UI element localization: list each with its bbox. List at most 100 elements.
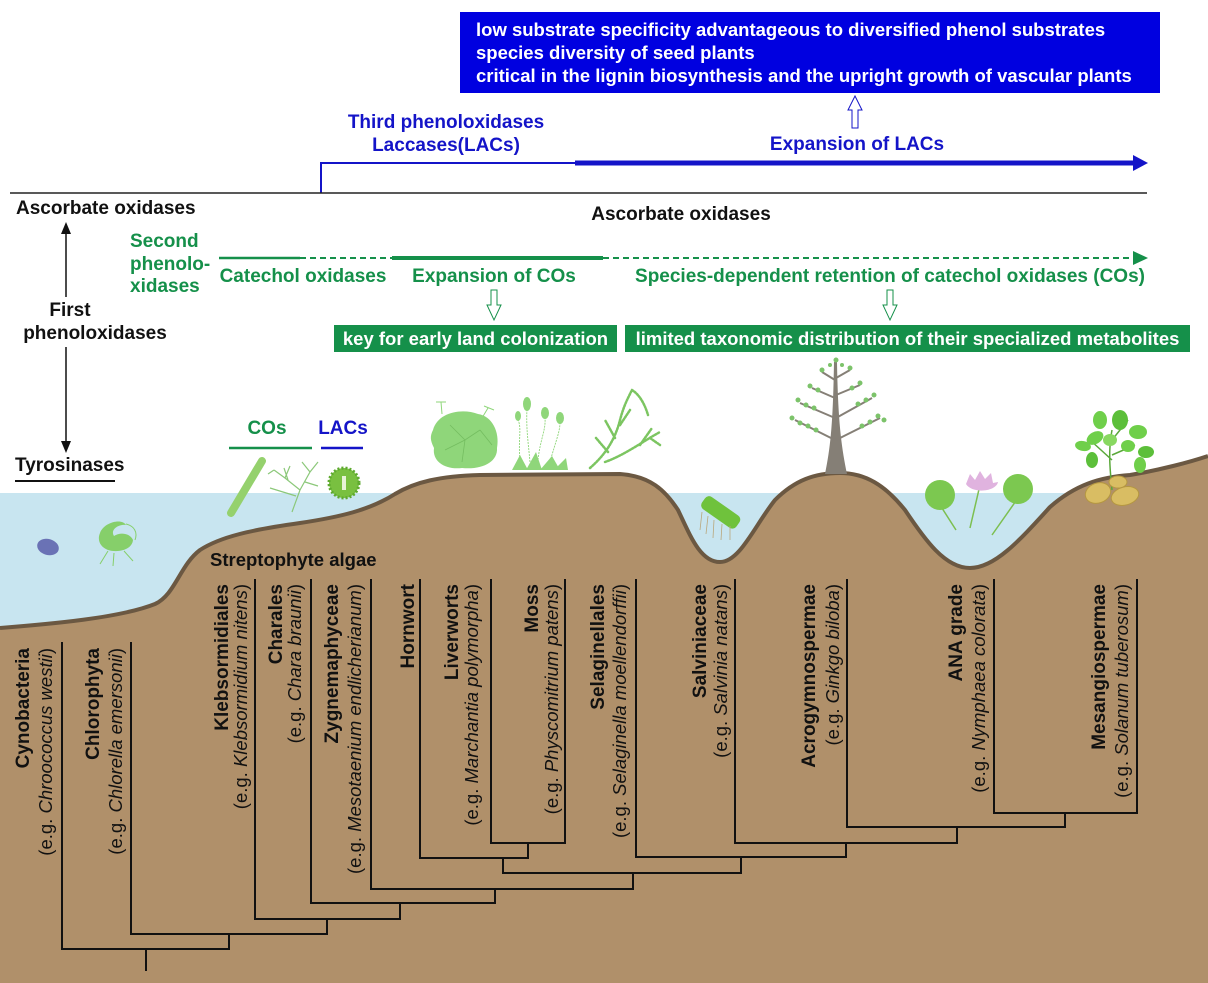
taxon-example-ana-grade: (e.g. Nymphaea colorata) xyxy=(968,584,989,793)
taxon-name-zygnemaphyceae: Zygnemaphyceae xyxy=(322,584,343,743)
liverwort-thallus xyxy=(430,411,498,469)
ground xyxy=(0,456,1208,983)
ground-outline xyxy=(0,454,1208,630)
example-suffix: ) xyxy=(284,584,305,590)
arrow-up-icon xyxy=(61,222,71,234)
taxon-example-acrogymnospermae: (e.g. Ginkgo biloba) xyxy=(822,584,843,745)
example-prefix: (e.g. xyxy=(541,772,562,814)
tree-node-streptophyta xyxy=(254,918,401,935)
legend-lacs-label: LACs xyxy=(318,418,368,439)
example-suffix: ) xyxy=(609,584,630,590)
taxon-name-chlorophyta: Chlorophyta xyxy=(83,648,104,760)
potato-tubers xyxy=(1084,475,1140,506)
example-prefix: (e.g. xyxy=(230,767,251,809)
chlorella-flagella xyxy=(99,523,137,567)
cyanobacterium-illustration xyxy=(37,538,59,556)
tree-node-zygnematophyceae-land-plants xyxy=(370,888,634,904)
metabolites-text: limited taxonomic distribution of their … xyxy=(636,328,1180,349)
liverwort-veins xyxy=(444,424,493,463)
taxon-example-salviniaceae: (e.g. Salvinia natans) xyxy=(710,584,731,758)
tree-node-vascular-plants xyxy=(635,856,847,874)
example-suffix: ) xyxy=(1111,584,1132,590)
salvinia-frond xyxy=(701,496,741,529)
example-suffix: ) xyxy=(461,584,482,590)
taxon-example-charales: (e.g. Chara braunii) xyxy=(284,584,305,743)
taxon-name-klebsormidiales: Klebsormidiales xyxy=(212,584,233,731)
desmid-isthmus xyxy=(342,476,346,490)
potato-stems xyxy=(1089,419,1136,491)
liverwort-gametophores xyxy=(436,401,495,419)
taxon-example-chlorophyta: (e.g. Chlorella emersonii) xyxy=(105,648,126,855)
tree-node-bryophytes xyxy=(419,857,529,874)
summary-line: critical in the lignin biosynthesis and … xyxy=(476,65,1132,86)
marchantia-illustration xyxy=(430,401,498,469)
taxon-name-salviniaceae: Salviniaceae xyxy=(690,584,711,698)
ascorbate-oxidases-label: Ascorbate oxidases xyxy=(16,198,196,219)
taxon-name-hornwort: Hornwort xyxy=(398,583,419,668)
taxon-example-liverworts: (e.g. Marchantia polymorpha) xyxy=(461,584,482,826)
co-retention-label: Species-dependent retention of catechol … xyxy=(635,266,1145,287)
taxon-labels: Cynobacteria (e.g. Chroococcus westii) C… xyxy=(13,583,1132,874)
tyrosinases-label: Tyrosinases xyxy=(15,455,124,476)
tree-node-seed-plants xyxy=(846,826,1066,844)
streptophyte-algae-label: Streptophyte algae xyxy=(210,549,377,570)
taxon-example-klebsormidiales: (e.g. Klebsormidium nitens) xyxy=(230,584,251,809)
species-name: Marchantia polymorpha xyxy=(461,590,482,783)
second-phenoloxidases-line: phenolo- xyxy=(130,254,210,275)
catechol-oxidases-label: Catechol oxidases xyxy=(220,266,387,287)
example-prefix: (e.g. xyxy=(968,751,989,793)
chara-branches xyxy=(267,461,319,513)
taxon-example-moss: (e.g. Physcomitrium patens) xyxy=(541,584,562,814)
example-prefix: (e.g. xyxy=(284,701,305,743)
summary-line: low substrate specificity advantageous t… xyxy=(476,19,1105,40)
chlorella-cell xyxy=(98,521,133,552)
example-suffix: ) xyxy=(230,584,251,590)
taxon-name-cynobacteria: Cynobacteria xyxy=(13,648,34,769)
species-name: Klebsormidium nitens xyxy=(230,590,251,767)
species-name: Physcomitrium patens xyxy=(541,590,562,772)
moss-illustration xyxy=(512,397,568,470)
example-suffix: ) xyxy=(35,648,56,654)
salvinia-illustration xyxy=(699,496,741,541)
taxon-name-charales: Charales xyxy=(266,584,287,664)
species-name: Solanum tuberosum xyxy=(1111,590,1132,756)
arrow-down-icon xyxy=(61,441,71,453)
moss-capsule xyxy=(515,411,521,421)
laccase-expansion-label: Expansion of LACs xyxy=(770,134,944,155)
species-name: Ginkgo biloba xyxy=(822,590,843,703)
species-name: Chroococcus westii xyxy=(35,653,56,813)
example-prefix: (e.g. xyxy=(35,814,56,856)
hollow-down-arrow-icon xyxy=(882,289,898,322)
laccase-subtitle: Laccases(LACs) xyxy=(372,135,520,156)
metabolites-box xyxy=(625,325,1190,352)
moss-capsule xyxy=(541,407,549,419)
summary-line: species diversity of seed plants xyxy=(476,42,755,63)
example-suffix: ) xyxy=(344,584,365,590)
taxon-example-cynobacteria: (e.g. Chroococcus westii) xyxy=(35,648,56,856)
ascorbate-oxidases-label-right: Ascorbate oxidases xyxy=(591,204,771,225)
laccase-origin-line xyxy=(320,162,576,193)
tree-root xyxy=(61,948,230,971)
arrowhead-icon xyxy=(1133,155,1148,171)
second-phenoloxidases-line: xidases xyxy=(130,276,200,297)
chara-illustration xyxy=(267,461,319,513)
klebsormidium-illustration xyxy=(227,457,266,517)
legend-cos-label: COs xyxy=(247,418,286,439)
first-phenoloxidases-line2: phenoloxidases xyxy=(23,323,167,344)
second-phenoloxidases-line: Second xyxy=(130,231,199,252)
taxon-name-ana-grade: ANA grade xyxy=(946,584,967,681)
hollow-down-arrow-icon xyxy=(486,289,502,322)
chlorella-illustration xyxy=(98,521,137,567)
tree-node-phragmoplastophyta xyxy=(310,902,496,920)
example-prefix: (e.g. xyxy=(1111,756,1132,798)
tree-node-viridiplantae xyxy=(130,933,328,950)
taxon-name-mesangiospermae: Mesangiospermae xyxy=(1089,584,1110,750)
nymphaea-illustration xyxy=(925,471,1033,536)
landscape xyxy=(0,454,1208,983)
salvinia-roots xyxy=(699,511,731,541)
example-suffix: ) xyxy=(822,584,843,590)
taxon-name-moss: Moss xyxy=(522,584,543,633)
example-suffix: ) xyxy=(105,648,126,654)
summary-box-background xyxy=(460,12,1160,93)
example-prefix: (e.g. xyxy=(710,716,731,758)
